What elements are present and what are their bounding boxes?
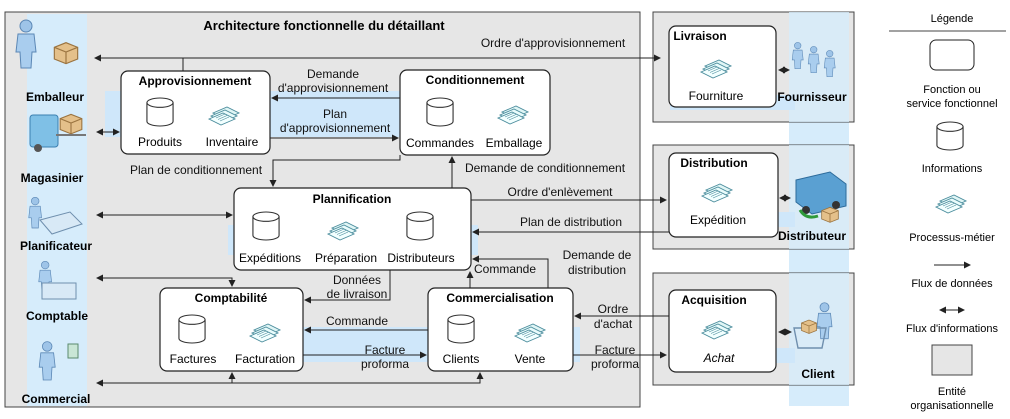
legend-function-symbol xyxy=(929,39,975,71)
process-label: Fourniture xyxy=(689,89,744,103)
actor-client[interactable]: Client xyxy=(793,302,835,381)
flow-label: de livraison xyxy=(327,287,388,301)
function-title: Plannification xyxy=(313,192,392,206)
function-title: Distribution xyxy=(680,156,747,170)
function-title: Livraison xyxy=(673,29,726,43)
flow-label: Ordre d'enlèvement xyxy=(507,185,613,199)
flow-label: Plan de distribution xyxy=(520,215,622,229)
process-label: Expédition xyxy=(690,213,746,227)
legend-label: organisationnelle xyxy=(910,400,993,412)
info-label: Clients xyxy=(443,352,480,366)
actor-magasinier[interactable]: Magasinier xyxy=(21,113,86,185)
box-icon xyxy=(59,113,83,135)
process-label: Vente xyxy=(515,352,546,366)
function-conditionnement[interactable]: Conditionnement Commandes Emballage xyxy=(399,69,551,156)
function-title: Acquisition xyxy=(681,293,746,307)
box-icon xyxy=(801,319,817,334)
function-plannification[interactable]: Plannification Expéditions Préparation D… xyxy=(233,187,472,271)
flow-label: Données xyxy=(333,273,381,287)
flow-label: Demande xyxy=(307,67,359,81)
legend-label: Flux de données xyxy=(911,278,993,290)
legend-label: Processus-métier xyxy=(909,232,995,244)
legend-label: Entité xyxy=(938,386,966,398)
info-label: Produits xyxy=(138,135,182,149)
legend-title: Légende xyxy=(931,13,974,25)
actor-label: Distributeur xyxy=(778,229,846,243)
actor-label: Emballeur xyxy=(26,90,84,104)
actor-planificateur[interactable]: Planificateur xyxy=(20,196,92,253)
actor-fournisseur[interactable]: Fournisseur xyxy=(777,42,847,104)
function-distribution[interactable]: Distribution Expédition xyxy=(668,152,779,238)
function-approvisionnement[interactable]: Approvisionnement Produits Inventaire xyxy=(120,70,271,155)
flow-label: distribution xyxy=(568,263,626,277)
flow-label: d'approvisionnement xyxy=(280,121,391,135)
flow-label: Facture xyxy=(595,343,636,357)
actor-label: Planificateur xyxy=(20,239,92,253)
flow-label: Facture xyxy=(365,343,406,357)
legend-label: Flux d'informations xyxy=(906,323,998,335)
function-acquisition[interactable]: Acquisition Achat xyxy=(668,289,777,373)
flow-label: d'achat xyxy=(594,317,633,331)
flow-label: Demande de conditionnement xyxy=(465,161,626,175)
diagram-title: Architecture fonctionnelle du détaillant xyxy=(203,18,445,33)
database-icon xyxy=(146,97,174,127)
database-icon xyxy=(178,314,206,344)
flow-label: proforma xyxy=(361,357,409,371)
process-label: Facturation xyxy=(235,352,295,366)
info-label: Commandes xyxy=(406,136,474,150)
database-icon xyxy=(936,121,964,151)
info-label: Factures xyxy=(170,352,217,366)
flow-label: Commande xyxy=(326,314,388,328)
process-label: Inventaire xyxy=(206,135,259,149)
info-label: Distributeurs xyxy=(387,251,454,265)
database-icon xyxy=(252,211,280,241)
actor-comptable[interactable]: Comptable xyxy=(26,260,88,323)
function-title: Conditionnement xyxy=(426,73,525,87)
flow-label: Commande xyxy=(474,262,536,276)
function-livraison[interactable]: Livraison Fourniture xyxy=(668,25,777,108)
actor-commercial[interactable]: Commercial xyxy=(22,341,91,406)
box-icon xyxy=(53,42,79,65)
function-commercialisation[interactable]: Commercialisation Clients Vente xyxy=(427,287,574,372)
flow-label: Plan de conditionnement xyxy=(130,163,263,177)
info-label: Expéditions xyxy=(239,251,301,265)
flow-label: Demande de xyxy=(563,248,632,262)
flow-label: Ordre xyxy=(598,302,629,316)
actor-label: Commercial xyxy=(22,392,91,406)
legend: Légende Fonction ou service fonctionnel … xyxy=(889,13,1006,412)
process-stack-icon xyxy=(935,194,967,214)
actor-label: Comptable xyxy=(26,309,88,323)
actor-label: Client xyxy=(801,367,834,381)
database-icon xyxy=(406,211,434,241)
legend-label: Informations xyxy=(922,163,983,175)
actor-emballeur[interactable]: Emballeur xyxy=(15,19,84,104)
database-icon xyxy=(426,97,454,127)
function-title: Comptabilité xyxy=(195,291,268,305)
actor-label: Magasinier xyxy=(21,171,84,185)
actor-distributeur[interactable]: Distributeur xyxy=(778,171,847,243)
process-label: Emballage xyxy=(486,136,543,150)
process-label: Préparation xyxy=(315,251,377,265)
flow-label: d'approvisionnement xyxy=(278,81,389,95)
function-title: Approvisionnement xyxy=(139,74,252,88)
process-label: Achat xyxy=(703,351,735,365)
legend-label: service fonctionnel xyxy=(906,98,997,110)
legend-entity-symbol xyxy=(931,344,973,376)
flow-label: proforma xyxy=(591,357,639,371)
function-title: Commercialisation xyxy=(446,291,553,305)
green-arrow-icon xyxy=(798,209,819,219)
flow-label: Ordre d'approvisionnement xyxy=(481,36,626,50)
legend-label: Fonction ou xyxy=(923,84,980,96)
flow-label: Plan xyxy=(323,107,347,121)
database-icon xyxy=(447,314,475,344)
actor-label: Fournisseur xyxy=(777,90,847,104)
function-comptabilite[interactable]: Comptabilité Factures Facturation xyxy=(159,287,304,372)
box-icon xyxy=(821,206,839,223)
